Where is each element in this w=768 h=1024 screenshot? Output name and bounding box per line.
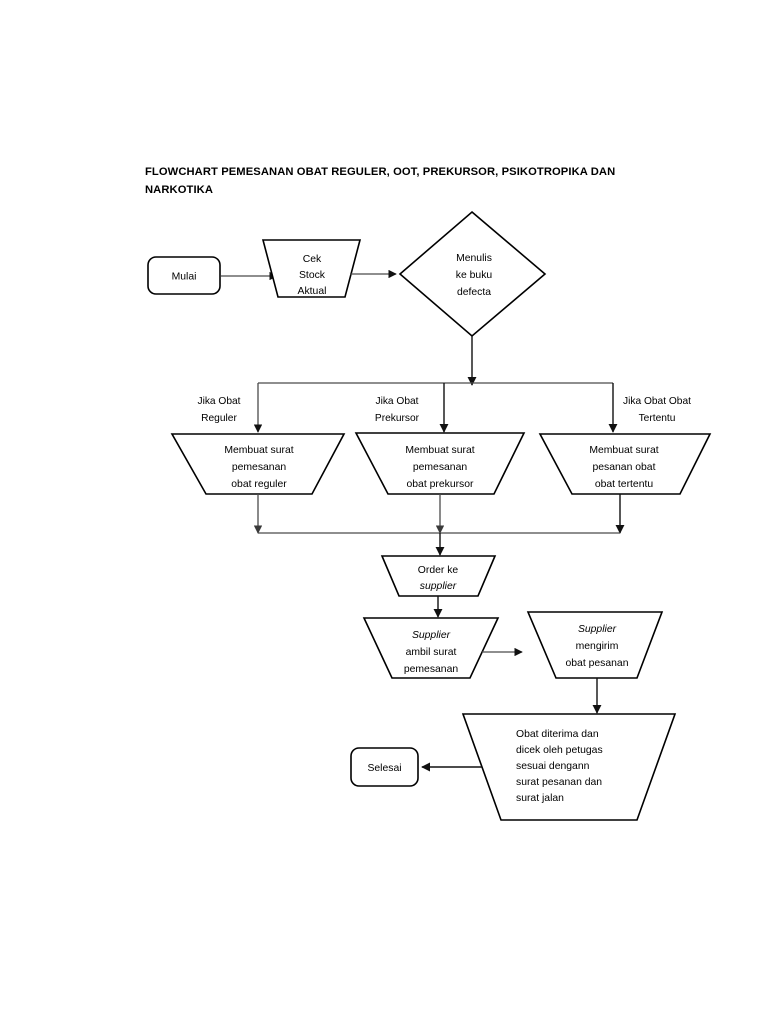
node-mulai-label: Mulai bbox=[172, 272, 197, 283]
node-surat-prekursor[interactable]: Membuat surat pemesanan obat prekursor bbox=[354, 432, 526, 495]
node-supplier-ambil[interactable]: Supplier ambil surat pemesanan bbox=[362, 617, 500, 679]
node-supplier-ambil-shape bbox=[362, 617, 500, 679]
node-surat-reguler-shape bbox=[170, 433, 346, 495]
node-supplier-mengirim-line-2: mengirim bbox=[576, 641, 619, 652]
node-obat-diterima[interactable]: Obat diterima dan dicek oleh petugas ses… bbox=[461, 713, 677, 821]
node-supplier-ambil-line-3: pemesanan bbox=[404, 664, 459, 675]
branch-label-left: Jika Obat Reguler bbox=[197, 396, 240, 424]
page-title-line-2: NARKOTIKA bbox=[145, 184, 214, 197]
node-obat-diterima-line-2: dicek oleh petugas bbox=[516, 745, 603, 756]
node-order-supplier[interactable]: Order ke supplier bbox=[380, 555, 497, 597]
node-obat-diterima-line-4: surat pesanan dan bbox=[516, 777, 602, 788]
node-mulai-shape bbox=[147, 256, 221, 295]
branch-label-middle-line-2: Prekursor bbox=[375, 413, 420, 424]
node-supplier-ambil-line-2: ambil surat bbox=[406, 647, 457, 658]
page-title: FLOWCHART PEMESANAN OBAT REGULER, OOT, P… bbox=[145, 163, 645, 200]
node-surat-tertentu-shape bbox=[538, 433, 712, 495]
node-surat-tertentu-line-3: obat tertentu bbox=[595, 479, 654, 490]
node-selesai[interactable]: Selesai bbox=[350, 747, 419, 787]
node-menulis-defecta[interactable]: Menulis ke buku defecta bbox=[398, 210, 547, 338]
branch-label-right-line-2: Tertentu bbox=[639, 413, 676, 424]
node-surat-tertentu-line-1: Membuat surat bbox=[589, 445, 658, 456]
node-surat-reguler-line-2: pemesanan bbox=[232, 462, 287, 473]
node-menulis-defecta-line-1: Menulis bbox=[456, 253, 492, 264]
node-surat-prekursor-shape bbox=[354, 432, 526, 495]
node-surat-prekursor-line-1: Membuat surat bbox=[405, 445, 474, 456]
node-surat-tertentu[interactable]: Membuat surat pesanan obat obat tertentu bbox=[538, 433, 712, 495]
branch-label-left-line-2: Reguler bbox=[201, 413, 237, 424]
node-menulis-defecta-line-3: defecta bbox=[457, 287, 491, 298]
branch-label-left-line-1: Jika Obat bbox=[197, 396, 240, 407]
node-supplier-mengirim-line-1: Supplier bbox=[578, 624, 617, 635]
node-order-supplier-shape bbox=[380, 555, 497, 597]
node-selesai-label: Selesai bbox=[367, 763, 401, 774]
node-surat-prekursor-line-3: obat prekursor bbox=[407, 479, 475, 490]
node-obat-diterima-line-1: Obat diterima dan bbox=[516, 729, 599, 740]
node-cek-stock-line-1: Cek bbox=[303, 254, 322, 265]
node-obat-diterima-line-5: surat jalan bbox=[516, 793, 564, 804]
node-surat-reguler-line-3: obat reguler bbox=[231, 479, 287, 490]
node-cek-stock[interactable]: Cek Stock Aktual bbox=[261, 239, 362, 298]
node-cek-stock-line-2: Stock bbox=[299, 270, 326, 281]
node-supplier-mengirim-shape bbox=[526, 611, 664, 679]
branch-label-right-line-1: Jika Obat Obat bbox=[623, 396, 691, 407]
node-surat-tertentu-line-2: pesanan obat bbox=[593, 462, 656, 473]
node-supplier-mengirim[interactable]: Supplier mengirim obat pesanan bbox=[526, 611, 664, 679]
node-order-supplier-line-2: supplier bbox=[420, 581, 457, 592]
node-surat-reguler-line-1: Membuat surat bbox=[224, 445, 293, 456]
node-surat-reguler[interactable]: Membuat surat pemesanan obat reguler bbox=[170, 433, 346, 495]
node-supplier-ambil-line-1: Supplier bbox=[412, 630, 451, 641]
branch-label-middle-line-1: Jika Obat bbox=[375, 396, 418, 407]
node-mulai[interactable]: Mulai bbox=[147, 256, 221, 295]
node-obat-diterima-shape bbox=[461, 713, 677, 821]
node-cek-stock-shape bbox=[261, 239, 362, 298]
node-selesai-shape bbox=[350, 747, 419, 787]
page-title-line-1: FLOWCHART PEMESANAN OBAT REGULER, OOT, P… bbox=[145, 166, 616, 178]
node-surat-prekursor-line-2: pemesanan bbox=[413, 462, 468, 473]
node-cek-stock-line-3: Aktual bbox=[298, 286, 327, 297]
node-supplier-mengirim-line-3: obat pesanan bbox=[566, 658, 629, 669]
node-menulis-defecta-line-2: ke buku bbox=[456, 270, 493, 281]
branch-label-middle: Jika Obat Prekursor bbox=[375, 396, 420, 424]
branch-label-right: Jika Obat Obat Tertentu bbox=[623, 396, 691, 424]
node-obat-diterima-line-3: sesuai dengann bbox=[516, 761, 590, 772]
node-order-supplier-line-1: Order ke bbox=[418, 565, 459, 576]
